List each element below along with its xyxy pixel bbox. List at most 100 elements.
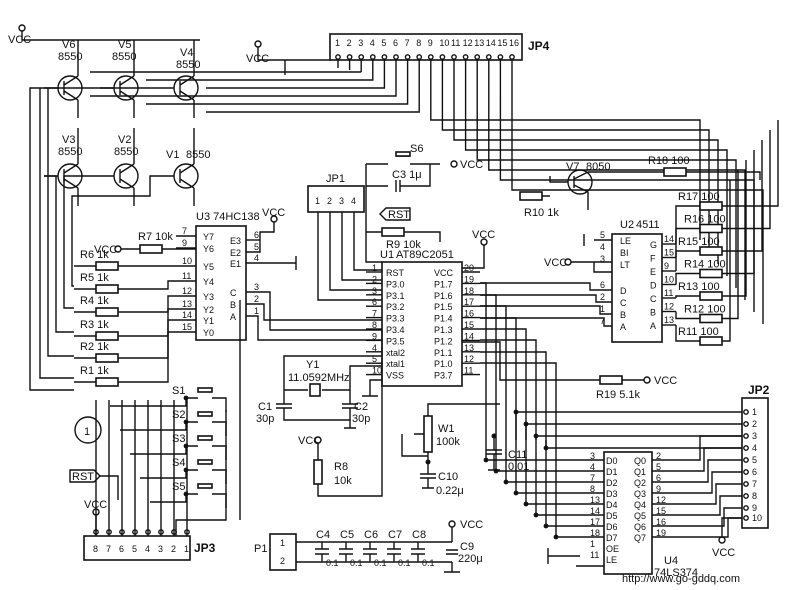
jp4-label: JP4	[528, 39, 550, 53]
u2-l-lt: LT	[620, 260, 630, 270]
u3-74hc138: U3 74HC138 Y77Y69Y510Y411Y312Y213Y114Y01…	[176, 211, 382, 341]
jp2-pin-9: 9	[752, 503, 757, 513]
u3-pin-13: 13	[182, 299, 192, 309]
u4-lpin-11: 11	[590, 550, 599, 560]
u2-rpin-9: 9	[664, 261, 669, 271]
resistor-r15	[699, 246, 723, 256]
u1-rpin-15: 15	[464, 320, 474, 330]
c10-value: 0.22μ	[436, 485, 464, 497]
u2-r-g: G	[650, 240, 657, 250]
u3-in-e3: E3	[230, 236, 241, 246]
u3-pin-11: 11	[182, 271, 191, 281]
c4-label: C4	[316, 529, 330, 541]
u1-lpin-1: 1	[372, 263, 377, 273]
u1-p3-2: P3.2	[386, 302, 405, 312]
u1-lpin-6: 6	[372, 297, 377, 307]
s2-label: S2	[172, 409, 185, 421]
switch-s2[interactable]: S2	[120, 409, 227, 436]
u1-p1-7: P1.7	[434, 279, 453, 289]
u3-in-c: C	[230, 288, 237, 298]
u4-lpin-4: 4	[590, 462, 595, 472]
u4-r-q3: Q3	[634, 489, 646, 499]
u3-inpin-3: 3	[254, 282, 259, 292]
jp3-pin-2: 2	[171, 544, 176, 554]
u3-inpin-6: 6	[254, 230, 259, 240]
u1-rpin-11: 11	[464, 366, 473, 376]
capacitor-c7: C70.1	[387, 529, 411, 568]
resistor-r3	[95, 331, 119, 341]
r2-label: R2 1k	[80, 341, 109, 353]
switch-s1[interactable]: S1	[110, 385, 227, 412]
s3-label: S3	[172, 433, 185, 445]
u3-pin-10: 10	[182, 256, 192, 266]
switch-s4[interactable]: S4	[140, 457, 227, 484]
figure-number: 1	[84, 426, 90, 438]
u4-l-d2: D2	[606, 478, 618, 488]
u4-r-q0: Q0	[634, 456, 646, 466]
u3-in-a: A	[230, 312, 236, 322]
u2-rpin-15: 15	[664, 248, 674, 258]
r4-label: R4 1k	[80, 295, 109, 307]
w1-label: W1	[438, 423, 455, 435]
p1-label: P1	[254, 543, 267, 555]
u1-lpin-10: 10	[372, 366, 382, 376]
u2-lpin-5: 5	[600, 230, 605, 240]
jp2-pin-6: 6	[752, 467, 757, 477]
u3-in-e1: E1	[230, 259, 241, 269]
u4-l-oe: OE	[606, 544, 619, 554]
jp3-pin-7: 7	[106, 544, 111, 554]
u4-rpin-16: 16	[656, 517, 666, 527]
svg-text:VCC: VCC	[712, 547, 735, 559]
u2-lpin-1: 1	[600, 304, 605, 314]
figure-number-circle	[74, 416, 102, 444]
port-bus-wires	[480, 282, 742, 540]
svg-text:VCC: VCC	[460, 519, 483, 531]
jp2-pin-4: 4	[752, 443, 757, 453]
u4-l-d7: D7	[606, 533, 618, 543]
u1-rpin-18: 18	[464, 286, 474, 296]
u3-inpin-5: 5	[254, 242, 259, 252]
jp2-pin-7: 7	[752, 479, 757, 489]
u4-r-q4: Q4	[634, 500, 646, 510]
u4-r-q7: Q7	[634, 533, 646, 543]
svg-text:VCC: VCC	[654, 375, 677, 387]
resistor-r1	[95, 377, 119, 387]
u2-rpin-14: 14	[664, 234, 674, 244]
svg-text:VCC: VCC	[544, 257, 567, 269]
u4-rpin-15: 15	[656, 506, 666, 516]
svg-text:VCC: VCC	[460, 159, 483, 171]
r9-label: R9 10k	[386, 239, 421, 251]
u1-lpin-5: 5	[372, 354, 377, 364]
s1-label: S1	[172, 385, 185, 397]
w1-value: 100k	[436, 436, 460, 448]
u1-p1-1: P1.1	[434, 348, 453, 358]
u1-p1-3: P1.3	[434, 325, 453, 335]
jp4-pin-12: 12	[463, 38, 473, 48]
v6-type: 8550	[58, 51, 82, 63]
c5-value: 0.1	[350, 558, 363, 568]
jp2-pin-3: 3	[752, 431, 757, 441]
u3-y0: Y0	[203, 328, 214, 338]
switch-s3[interactable]: S3	[130, 433, 227, 460]
u1-xtal1: xtal1	[386, 359, 405, 369]
u4-rpin-6: 6	[656, 473, 661, 483]
jp4-pin-10: 10	[439, 38, 449, 48]
resistor-r2	[95, 353, 119, 363]
v4-label: V4	[180, 47, 193, 59]
resistor-r12	[699, 313, 723, 324]
c10-label: C10	[438, 471, 458, 483]
r10-label: R10 1k	[524, 207, 559, 219]
u2-r-d: D	[650, 281, 657, 291]
u3-y5: Y5	[203, 262, 214, 272]
jp4-pin-15: 15	[497, 38, 507, 48]
u3-pin-15: 15	[182, 322, 192, 332]
u3-inpin-2: 2	[254, 294, 259, 304]
capacitor-c11: C11 0.01	[486, 433, 529, 473]
jp1-pin-3: 3	[339, 196, 344, 206]
